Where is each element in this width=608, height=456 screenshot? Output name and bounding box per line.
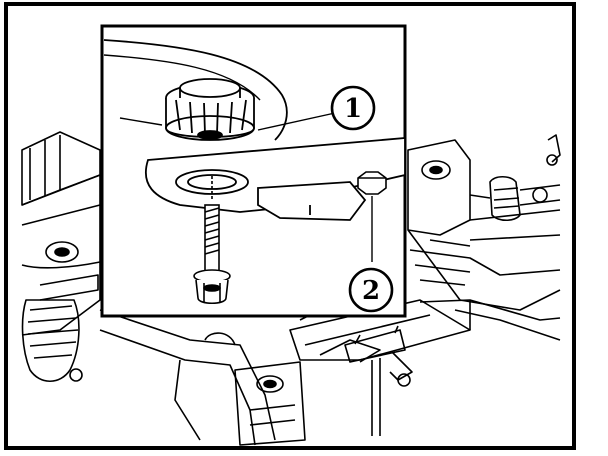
callout-1-leader: [257, 112, 336, 131]
bracket-nut: [357, 171, 387, 195]
callout-1: 1: [330, 85, 376, 131]
body-panel: [103, 39, 288, 141]
callout-1-label: 1: [344, 94, 362, 124]
detail-inset: [100, 24, 407, 318]
upper-bushing: [165, 78, 255, 141]
mounting-bolt: [193, 176, 231, 305]
background-subframe-drawing: [21, 131, 561, 446]
callout-2-label: 2: [362, 276, 380, 306]
callout-2: 2: [348, 267, 394, 313]
